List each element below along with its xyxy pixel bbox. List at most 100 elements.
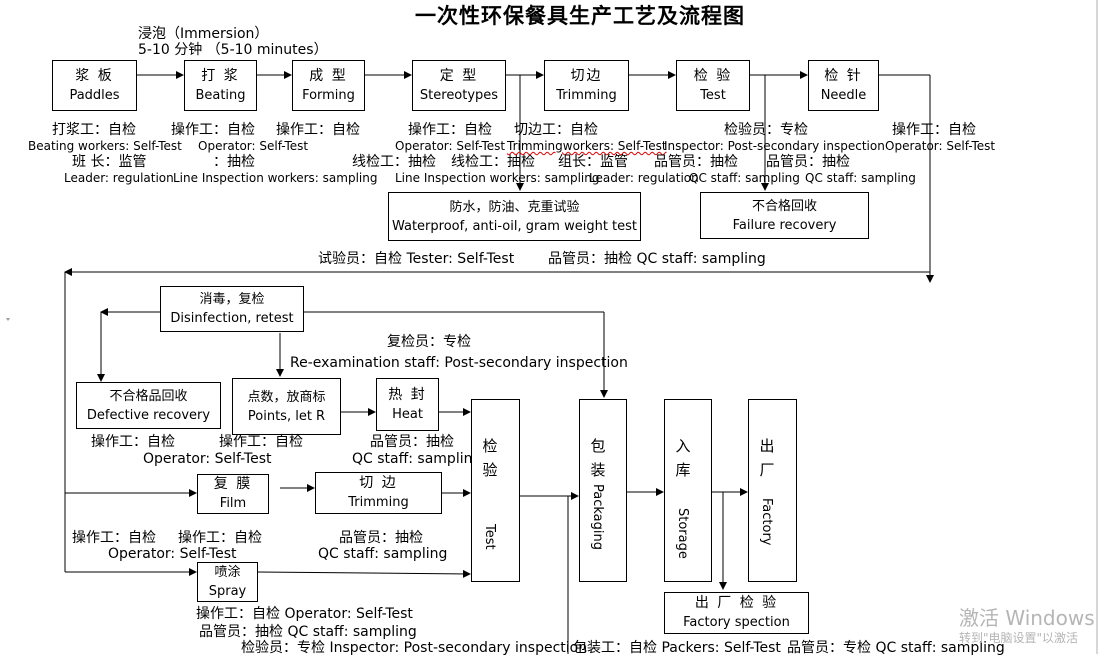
step-waterproof-en: Waterproof, anti-oil, gram weight test: [391, 218, 638, 234]
step-failure-zh: 不合格回收: [751, 198, 817, 214]
step-disinfection-zh: 消毒，复检: [199, 292, 265, 307]
note-tester: 试验员：自检 Tester: Self-Test: [318, 251, 515, 267]
step-paddles: 浆 板 Paddles: [52, 60, 137, 111]
note-packers: 包装工：自检 Packers: Self-Test: [573, 640, 781, 656]
note-trimming-worker: 切边工：自检: [514, 122, 598, 138]
note-operator-stereotypes: 操作工：自检: [408, 122, 492, 138]
step-forming-en: Forming: [302, 87, 355, 103]
note-qc-trimming: 品管员：抽检: [339, 530, 423, 546]
note-line-inspection-en-2: Line Inspection workers: sampling: [395, 171, 600, 185]
step-forming: 成 型 Forming: [292, 60, 365, 111]
step-failure-en: Failure recovery: [732, 217, 837, 233]
note-operator-forming: 操作工：自检: [276, 122, 360, 138]
step-factory: 出厂 Factory: [748, 399, 797, 582]
step-waterproof-test: 防水，防油、克重试验 Waterproof, anti-oil, gram we…: [388, 192, 641, 241]
step-factory-inspection-en: Factory spection: [683, 615, 790, 630]
step-heat-zh: 热 封: [388, 386, 427, 403]
note-leader: 班 长：监管: [72, 154, 147, 170]
step-forming-zh: 成 型: [309, 67, 348, 84]
immersion-time: 5-10 分钟 （5-10 minutes）: [138, 42, 328, 58]
note-operator-beating-en: Operator: Self-Test: [198, 139, 309, 153]
note-line-inspector-1: 线检工：抽检: [352, 154, 436, 170]
note-inspector: 检验员：专检: [724, 122, 808, 138]
step-heat-en: Heat: [392, 406, 423, 422]
note-line-inspection: ：抽检: [213, 154, 255, 170]
note-line-inspection-en: Line Inspection workers: sampling: [173, 171, 378, 185]
step-heat: 热 封 Heat: [376, 378, 439, 431]
step-points-en: Points, let R: [247, 408, 326, 424]
note-op-film-2: 操作工：自检: [178, 530, 262, 546]
step-packaging: 包装 Packaging: [579, 399, 627, 582]
note-op-film-en: Operator: Self-Test: [108, 546, 237, 562]
step-test-zh: 检 验: [693, 67, 733, 84]
note-operator-stereotypes-en: Operator: Self-Test: [395, 139, 506, 153]
immersion-label: 浸泡（Immersion）: [138, 26, 269, 42]
step-storage: 入库 Storage: [664, 399, 712, 582]
step-trimming-lower-zh: 切 边: [359, 475, 398, 491]
step-disinfection-en: Disinfection, retest: [170, 311, 294, 326]
step-points-zh: 点数，放商标: [247, 389, 326, 405]
step-needle: 检 针 Needle: [808, 60, 879, 111]
step-film: 复 膜 Film: [197, 474, 269, 514]
activation-watermark: 激活 Windows: [959, 606, 1095, 630]
note-qc-waterproof: 品管员：抽检 QC staff: sampling: [548, 251, 766, 267]
note-qc-heat: 品管员：抽检: [370, 434, 454, 450]
step-spray-en: Spray: [208, 584, 247, 599]
step-needle-zh: 检 针: [824, 67, 863, 84]
step-paddles-en: Paddles: [69, 87, 120, 103]
note-trimming-worker-en: Trimmingworkers: Self-Test: [507, 139, 667, 153]
note-op-spray: 操作工：自检 Operator: Self-Test: [196, 606, 413, 622]
note-group-leader: 组长：监管: [558, 154, 628, 170]
step-disinfection: 消毒，复检 Disinfection, retest: [160, 286, 304, 332]
step-stereotypes-en: Stereotypes: [419, 87, 499, 103]
step-spray: 喷涂 Spray: [197, 562, 258, 602]
step-storage-en: Storage: [675, 508, 690, 559]
step-film-zh: 复 膜: [213, 476, 253, 492]
step-needle-en: Needle: [820, 87, 867, 103]
step-beating: 打 浆 Beating: [184, 60, 257, 111]
note-reexam-en: Re-examination staff: Post-secondary ins…: [290, 355, 628, 371]
note-qc-trimming-en: QC staff: sampling: [318, 546, 448, 562]
note-op-film-1: 操作工：自检: [72, 530, 156, 546]
note-group-leader-en: Leader: regulation: [589, 171, 699, 185]
step-test-final-zh: 检验: [482, 437, 498, 479]
note-qc-sampling-2: QC staff: sampling: [805, 171, 916, 185]
step-waterproof-zh: 防水，防油、克重试验: [449, 199, 580, 215]
step-packaging-en: Packaging: [590, 484, 605, 550]
note-inspector-en: Inspector: Post-secondary inspection: [664, 139, 885, 153]
step-factory-inspection: 出 厂 检 验 Factory spection: [664, 592, 809, 634]
step-failure-recovery: 不合格回收 Failure recovery: [700, 192, 869, 239]
step-trimming-zh: 切边: [570, 67, 603, 84]
note-op-lower-en: Operator: Self-Test: [143, 451, 272, 467]
note-qc-sampling-1: QC staff: sampling: [689, 171, 800, 185]
step-beating-zh: 打 浆: [201, 67, 240, 84]
note-reexam: 复检员：专检: [387, 334, 471, 350]
step-defective-zh: 不合格品回收: [109, 388, 188, 404]
note-qc-packaging: 品管员：专检 QC staff: sampling: [787, 640, 1005, 656]
step-defective-en: Defective recovery: [86, 407, 211, 423]
step-test: 检 验 Test: [676, 60, 750, 111]
note-operator-needle: 操作工：自检: [892, 122, 976, 138]
step-trimming-en: Trimming: [556, 87, 617, 103]
step-factory-zh: 出厂: [759, 437, 775, 479]
note-operator-beating: 操作工：自检: [171, 122, 255, 138]
note-beating-worker: 打浆工：自检: [52, 122, 136, 138]
step-points: 点数，放商标 Points, let R: [232, 378, 341, 435]
note-qc-spray: 品管员：抽检 QC staff: sampling: [199, 624, 417, 640]
step-test-final-en: Test: [482, 524, 497, 550]
step-storage-zh: 入库: [675, 437, 691, 479]
step-paddles-zh: 浆 板: [75, 67, 114, 84]
note-inspector-spray: 检验员：专检 Inspector: Post-secondary inspect…: [241, 640, 588, 656]
step-test-final: 检验 Test: [471, 399, 520, 582]
step-trimming-lower-en: Trimming: [348, 495, 409, 510]
step-film-en: Film: [219, 496, 247, 511]
step-packaging-zh: 包装: [590, 437, 606, 479]
note-operator-needle-en: Operator: Self-Test: [885, 139, 996, 153]
step-beating-en: Beating: [195, 87, 246, 103]
step-factory-inspection-zh: 出 厂 检 验: [694, 595, 779, 611]
note-beating-worker-en: Beating workers: Self-Test: [28, 139, 182, 153]
note-line-inspector-2: 线检工：抽检: [451, 154, 535, 170]
note-leader-en: Leader: regulation: [64, 171, 174, 185]
step-test-en: Test: [700, 87, 726, 103]
